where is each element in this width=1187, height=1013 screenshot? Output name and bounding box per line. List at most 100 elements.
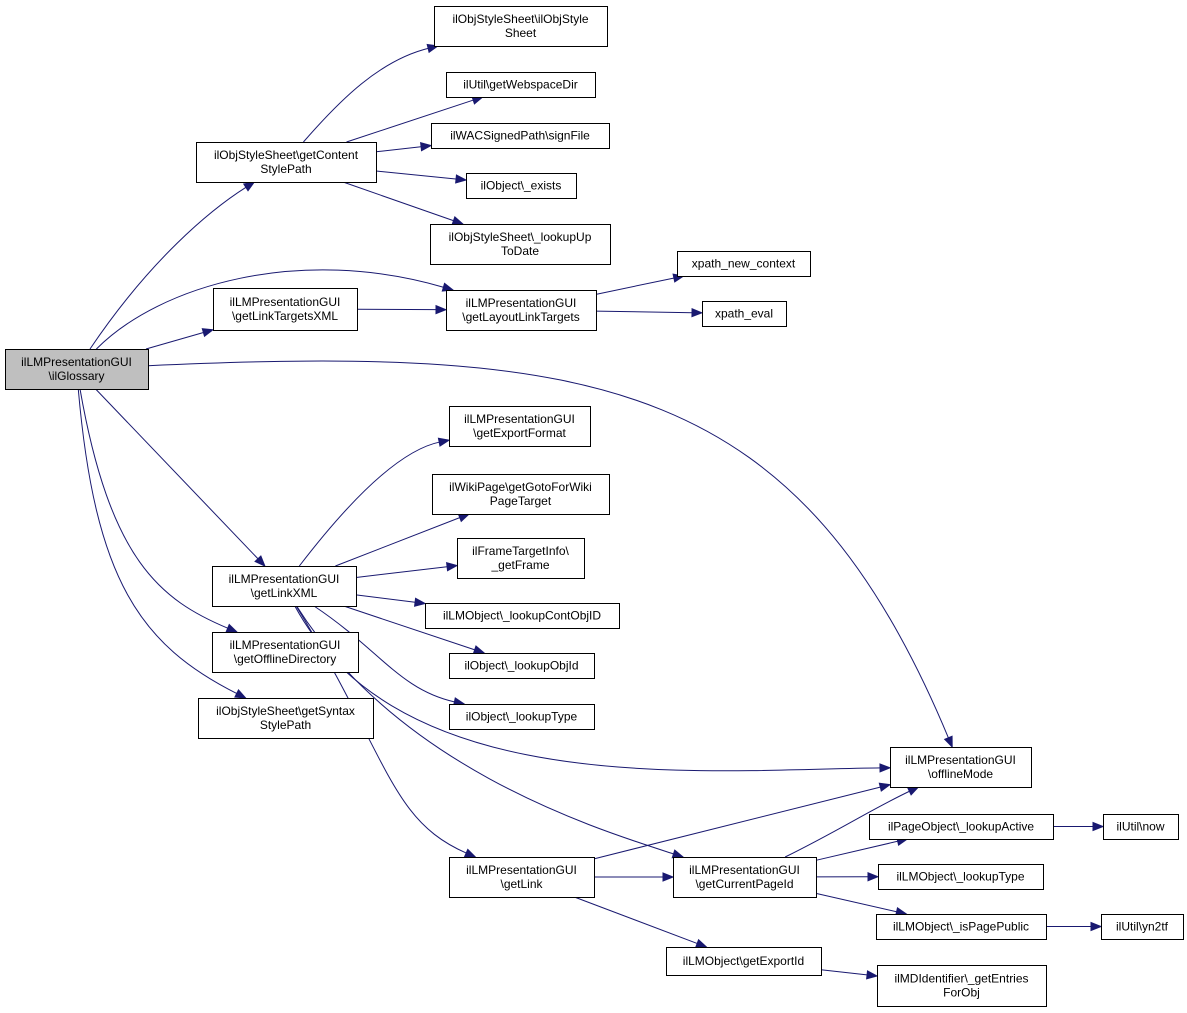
node-label-line: \ilGlossary	[48, 369, 104, 383]
node-box	[449, 857, 595, 898]
node-box	[431, 123, 610, 149]
node-label-line: ilLMObject\getExportId	[683, 954, 804, 968]
node-label-line: ilLMPresentationGUI	[689, 863, 800, 877]
node-box	[466, 173, 577, 199]
node-exists[interactable]: ilObject\_exists	[466, 173, 577, 199]
node-label-line: ilUtil\getWebspaceDir	[463, 78, 578, 92]
node-label-line: PageTarget	[490, 494, 552, 508]
edge-line	[294, 605, 882, 772]
node-box	[1101, 914, 1184, 940]
node-label-line: ilObjStyleSheet\getContent	[214, 148, 359, 162]
call-edge-getCurrentPageId-to-isPagePublic	[815, 892, 908, 917]
node-label-line: xpath_eval	[715, 307, 773, 321]
node-xpathEval[interactable]: xpath_eval	[702, 301, 787, 327]
node-box	[446, 72, 596, 98]
node-box	[876, 914, 1047, 940]
node-getCurrentPageId[interactable]: ilLMPresentationGUI\getCurrentPageId	[673, 857, 817, 898]
node-signFile[interactable]: ilWACSignedPath\signFile	[431, 123, 610, 149]
node-box	[677, 251, 811, 277]
node-label-line: ilObject\_lookupType	[466, 710, 578, 724]
edge-line	[574, 896, 699, 945]
node-isPagePublic[interactable]: ilLMObject\_isPagePublic	[876, 914, 1047, 940]
node-lookupObjId[interactable]: ilObject\_lookupObjId	[449, 653, 595, 679]
node-label-line: ilLMPresentationGUI	[905, 753, 1016, 767]
node-box	[212, 632, 359, 673]
node-label-line: ilPageObject\_lookupActive	[888, 820, 1034, 834]
call-edge-getLink-to-getExportId	[574, 896, 708, 948]
node-getExportFormat[interactable]: ilLMPresentationGUI\getExportFormat	[449, 406, 591, 447]
node-label-line: ilLMPresentationGUI	[466, 863, 577, 877]
call-edge-root-to-getOfflineDirectory	[79, 388, 239, 633]
edge-line	[147, 360, 950, 739]
node-offlineMode[interactable]: ilLMPresentationGUI\offlineMode	[890, 747, 1032, 788]
node-getLink[interactable]: ilLMPresentationGUI\getLink	[449, 857, 595, 898]
node-yn2tf[interactable]: ilUtil\yn2tf	[1101, 914, 1184, 940]
node-label-line: Sheet	[505, 26, 537, 40]
edge-line	[298, 441, 441, 567]
call-edge-getLinkTargetsXML-to-getLayoutLinkTargets	[356, 304, 448, 315]
node-root[interactable]: ilLMPresentationGUI\ilGlossary	[5, 349, 149, 390]
node-ilObjStyleSheetCtor[interactable]: ilObjStyleSheet\ilObjStyleSheet	[434, 6, 608, 47]
arrowhead-icon	[254, 555, 266, 567]
node-label-line: ilWACSignedPath\signFile	[450, 129, 590, 143]
node-box	[890, 747, 1032, 788]
node-box	[449, 704, 595, 730]
call-edge-isPagePublic-to-yn2tf	[1046, 921, 1103, 932]
edge-line	[815, 840, 899, 861]
node-xpathNewContext[interactable]: xpath_new_context	[677, 251, 811, 277]
node-getExportId[interactable]: ilLMObject\getExportId	[666, 947, 822, 976]
node-box	[878, 864, 1044, 890]
edge-line	[335, 516, 461, 567]
arrowhead-icon	[691, 307, 704, 318]
node-box	[196, 142, 377, 183]
node-lookupActive[interactable]: ilPageObject\_lookupActive	[869, 814, 1054, 840]
arrowhead-icon	[1090, 921, 1103, 932]
node-lookupContObjID[interactable]: ilLMObject\_lookupContObjID	[425, 603, 620, 629]
node-label-line: ilLMPresentationGUI	[229, 572, 340, 586]
arrowhead-icon	[455, 174, 468, 184]
call-edge-root-to-getSyntaxStylePath	[77, 388, 247, 699]
node-label-line: \getLinkXML	[251, 586, 318, 600]
node-label-line: \getOfflineDirectory	[234, 652, 337, 666]
node-getOfflineDirectory[interactable]: ilLMPresentationGUI\getOfflineDirectory	[212, 632, 359, 673]
node-getLayoutLinkTargets[interactable]: ilLMPresentationGUI\getLayoutLinkTargets	[446, 290, 597, 331]
node-label-line: ilLMObject\_lookupContObjID	[443, 609, 601, 623]
node-getLinkXML[interactable]: ilLMPresentationGUI\getLinkXML	[212, 566, 357, 607]
node-label-line: ilLMPresentationGUI	[464, 412, 575, 426]
node-lmLookupType[interactable]: ilLMObject\_lookupType	[878, 864, 1044, 890]
call-edge-getLink-to-getCurrentPageId	[594, 872, 675, 882]
arrowhead-icon	[435, 304, 448, 315]
call-edge-getLayoutLinkTargets-to-xpathNewContext	[595, 273, 686, 295]
node-getLinkTargetsXML[interactable]: ilLMPresentationGUI\getLinkTargetsXML	[213, 288, 358, 331]
edge-line	[346, 99, 475, 143]
node-box	[212, 566, 357, 607]
call-edge-root-to-getLinkTargetsXML	[145, 328, 215, 350]
call-edge-root-to-getLinkXML	[95, 388, 266, 567]
call-edge-getCurrentPageId-to-lookupActive	[815, 836, 909, 861]
call-edge-root-to-offlineMode	[147, 360, 953, 749]
edge-line	[145, 331, 205, 350]
node-box	[198, 698, 374, 739]
node-lookupType[interactable]: ilObject\_lookupType	[449, 704, 595, 730]
call-edge-getLink-to-offlineMode	[593, 782, 892, 860]
call-edge-getCurrentPageId-to-lmLookupType	[815, 871, 880, 882]
arrowhead-icon	[671, 849, 685, 859]
call-edge-getLinkXML-to-lookupContObjID	[355, 594, 427, 607]
node-label-line: ilLMObject\_isPagePublic	[893, 920, 1029, 934]
arrowhead-icon	[943, 735, 953, 749]
edge-line	[815, 892, 898, 913]
node-getWebspaceDir[interactable]: ilUtil\getWebspaceDir	[446, 72, 596, 98]
node-label-line: ilWikiPage\getGotoForWiki	[449, 480, 592, 494]
arrowhead-icon	[472, 645, 486, 655]
node-label-line: ilUtil\yn2tf	[1116, 920, 1169, 934]
node-label-line: \getLinkTargetsXML	[232, 309, 338, 323]
edge-line	[89, 186, 247, 350]
node-now[interactable]: ilUtil\now	[1103, 814, 1179, 840]
call-edge-getLayoutLinkTargets-to-xpathEval	[595, 307, 704, 318]
node-getFrame[interactable]: ilFrameTargetInfo\_getFrame	[457, 538, 585, 579]
